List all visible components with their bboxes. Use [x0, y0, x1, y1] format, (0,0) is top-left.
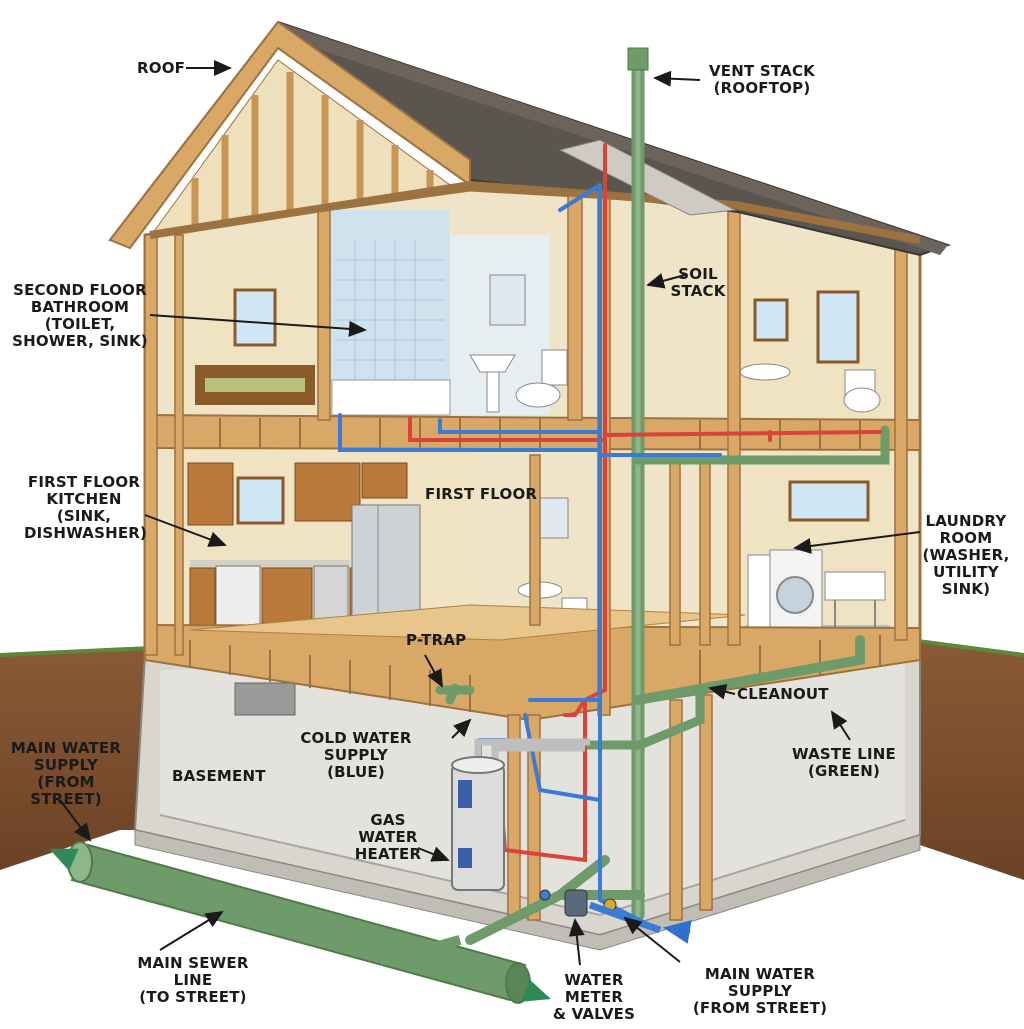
label-roof: ROOF: [137, 59, 186, 77]
label-vent-stack: VENT STACK (ROOFTOP): [709, 62, 815, 97]
label-main-water-supply-right: MAIN WATER SUPPLY (FROM STREET): [692, 965, 828, 1017]
sewer-flow-arrow-left: [49, 848, 79, 871]
label-first-floor: FIRST FLOOR: [425, 485, 538, 503]
ground: [0, 638, 1024, 880]
label-basement: BASEMENT: [172, 767, 266, 785]
label-main-sewer-line: MAIN SEWER LINE (TO STREET): [137, 954, 249, 1006]
label-main-water-supply-left: MAIN WATER SUPPLY (FROM STREET): [10, 739, 122, 808]
label-gas-water-heater: GAS WATER HEATER: [354, 811, 422, 863]
sewer-flow-arrow-right: [521, 979, 551, 1002]
water-heater: [451, 756, 505, 891]
label-waste-line: WASTE LINE (GREEN): [792, 745, 896, 780]
label-second-floor-bathroom: SECOND FLOOR BATHROOM (TOILET, SHOWER, S…: [12, 281, 148, 350]
label-soil-stack: SOIL STACK: [670, 265, 726, 300]
water-heater-piping: [474, 738, 590, 760]
label-first-floor-kitchen: FIRST FLOOR KITCHEN (SINK, DISHWASHER): [24, 473, 148, 542]
leader-arrows: [59, 60, 921, 966]
vent-cap: [627, 47, 649, 71]
label-water-meter: WATER METER & VALVES: [552, 971, 636, 1023]
label-p-trap: P-TRAP: [406, 631, 467, 649]
label-cleanout: CLEANOUT: [737, 685, 829, 703]
label-cold-water-supply: COLD WATER SUPPLY (BLUE): [300, 729, 412, 781]
supply-flow-arrow: [663, 920, 692, 944]
label-laundry-room: LAUNDRY ROOM (WASHER, UTILITY SINK): [922, 512, 1010, 598]
